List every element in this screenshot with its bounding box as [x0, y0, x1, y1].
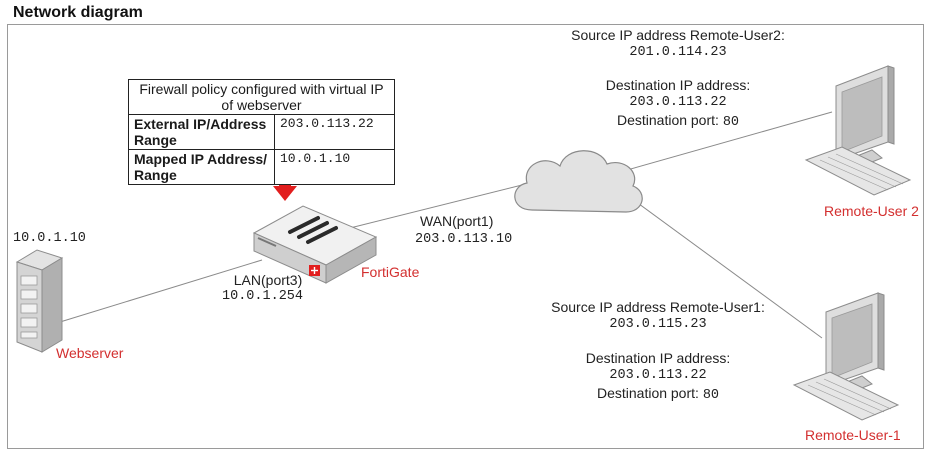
webserver-label: Webserver	[56, 345, 124, 361]
user1-source-ip: 203.0.115.23	[609, 317, 707, 332]
policy-value-mapped-ip: 10.0.1.10	[274, 149, 395, 185]
remote-user2-label: Remote-User 2	[824, 203, 919, 219]
user2-dest-ip: 203.0.113.22	[629, 95, 727, 110]
user2-source-ip: 201.0.114.23	[629, 45, 727, 60]
remote-user1-computer-icon	[792, 292, 900, 421]
policy-row-external-ip: External IP/Address Range 203.0.113.22	[128, 114, 395, 150]
webserver-ip: 10.0.1.10	[13, 231, 86, 246]
user1-dest-label: Destination IP address:	[585, 350, 731, 366]
link-cloud-user2	[619, 111, 833, 173]
user2-dest-label: Destination IP address:	[605, 77, 751, 93]
remote-user1-label: Remote-User-1	[805, 427, 901, 443]
policy-key-external-ip: External IP/Address Range	[128, 114, 275, 150]
cloud-icon	[514, 150, 643, 213]
user2-port-value: 80	[722, 115, 740, 130]
link-cloud-user1	[619, 189, 823, 339]
link-fortigate-cloud	[349, 182, 531, 229]
firewall-policy-table: Firewall policy configured with virtual …	[128, 79, 395, 185]
user1-source-label: Source IP address Remote-User1:	[551, 299, 765, 315]
policy-table-header: Firewall policy configured with virtual …	[128, 79, 395, 115]
user2-source-label: Source IP address Remote-User2:	[571, 27, 785, 43]
user1-port-value: 80	[702, 388, 720, 403]
user2-dest-port: Destination port: 80	[548, 112, 808, 130]
policy-value-external-ip: 203.0.113.22	[274, 114, 395, 150]
fortigate-label: FortiGate	[361, 264, 420, 280]
policy-key-mapped-ip: Mapped IP Address/ Range	[128, 149, 275, 185]
policy-row-mapped-ip: Mapped IP Address/ Range 10.0.1.10	[128, 149, 395, 185]
user1-dest-port: Destination port: 80	[528, 385, 788, 403]
fortigate-icon	[252, 205, 378, 284]
diagram-frame	[7, 24, 924, 449]
lan-port-label: LAN(port3)	[233, 272, 303, 288]
link-webserver-fortigate	[59, 259, 263, 323]
webserver-icon	[15, 249, 64, 353]
user1-dest-ip: 203.0.113.22	[609, 368, 707, 383]
lan-ip: 10.0.1.254	[222, 289, 304, 304]
wan-port-label: WAN(port1)	[420, 213, 494, 229]
remote-user2-computer-icon	[804, 65, 912, 196]
user1-port-label: Destination port:	[596, 385, 703, 401]
user2-port-label: Destination port:	[616, 112, 723, 128]
wan-ip: 203.0.113.10	[415, 232, 513, 247]
diagram-title: Network diagram	[13, 4, 143, 21]
